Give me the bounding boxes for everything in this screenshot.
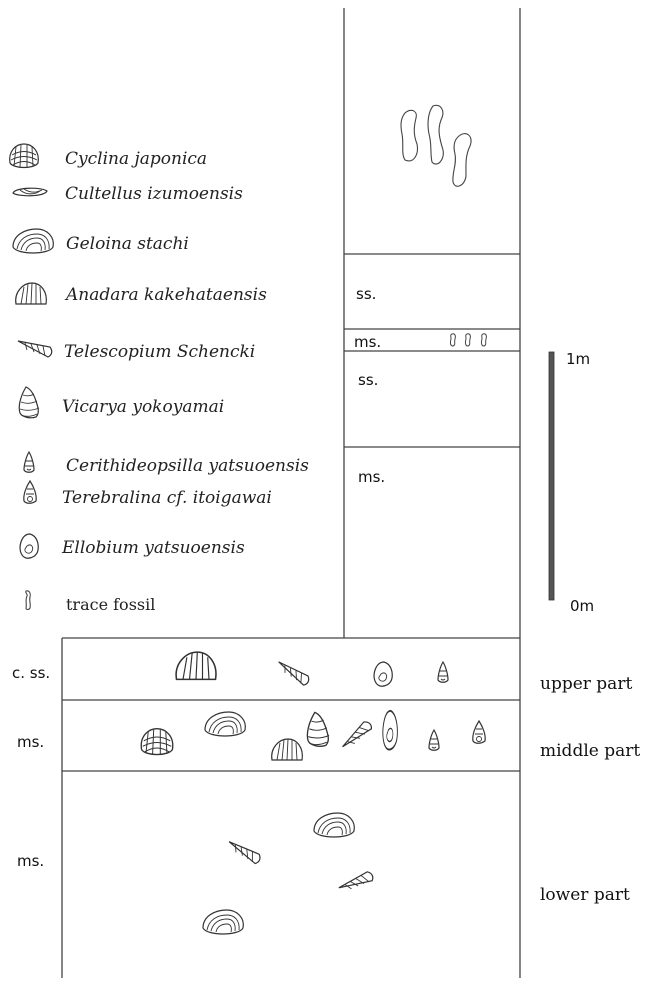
scale-bottom-label: 0m	[570, 597, 594, 615]
legend-label: trace fossil	[66, 595, 155, 614]
part-label-lower: lower part	[540, 885, 630, 905]
legend-item-anadara: Anadara kakehataensis	[16, 283, 267, 305]
trace-fossil-group-small	[450, 334, 486, 346]
part-label-middle: middle part	[540, 741, 640, 761]
anadara-icon	[272, 739, 303, 760]
layer-label: ms.	[354, 333, 381, 351]
cyclina-icon	[10, 144, 39, 168]
layer-label: ss.	[356, 285, 376, 303]
vicarya-icon	[307, 712, 329, 746]
legend-item-ellobium: Ellobium yatsuoensis	[20, 534, 245, 558]
legend-item-terebralina: Terebralina cf. itoigawai	[24, 481, 272, 508]
anadara-icon	[16, 283, 47, 304]
terebralina-icon	[473, 721, 485, 743]
legend-label: Vicarya yokoyamai	[62, 397, 224, 417]
legend: Cyclina japonica Cultellus izumoensis Ge…	[10, 144, 309, 614]
trace-fossil-icon	[26, 591, 30, 610]
middle-part-fossils	[141, 711, 485, 760]
cyclina-icon	[141, 729, 172, 755]
cultellus-icon	[13, 188, 47, 196]
ellobium-icon	[383, 711, 398, 750]
upper-part-fossils	[176, 652, 448, 686]
legend-label: Anadara kakehataensis	[64, 285, 267, 305]
layer-label: ms.	[358, 468, 385, 486]
cerithideopsilla-icon	[24, 452, 34, 472]
legend-item-cyclina: Cyclina japonica	[10, 144, 207, 169]
legend-item-telescopium: Telescopium Schencki	[18, 341, 255, 362]
scale-bar-line	[549, 352, 554, 600]
legend-label: Cerithideopsilla yatsuoensis	[66, 456, 309, 476]
legend-item-geloina: Geloina stachi	[13, 229, 189, 254]
geloina-icon	[314, 813, 354, 837]
cerithideopsilla-icon	[429, 730, 439, 750]
scale-bar: 1m 0m	[549, 350, 594, 615]
telescopium-icon	[275, 662, 312, 686]
legend-label: Cultellus izumoensis	[65, 184, 243, 204]
lower-column: c. ss. ms. ms. upper part middle part lo…	[12, 638, 640, 978]
legend-item-cultellus: Cultellus izumoensis	[13, 184, 243, 204]
legend-label: Cyclina japonica	[65, 149, 207, 169]
legend-label: Terebralina cf. itoigawai	[62, 488, 272, 508]
telescopium-icon	[343, 717, 374, 754]
anadara-icon	[176, 652, 216, 679]
geloina-icon	[13, 229, 53, 253]
layer-label: ms.	[17, 733, 44, 751]
trace-fossil-group-top	[401, 105, 471, 186]
ellobium-icon	[20, 534, 38, 558]
terebralina-icon	[24, 481, 36, 503]
ellobium-icon	[374, 662, 392, 686]
legend-label: Telescopium Schencki	[64, 342, 255, 362]
scale-top-label: 1m	[566, 350, 590, 368]
telescopium-icon	[18, 341, 52, 357]
legend-label: Geloina stachi	[66, 234, 189, 254]
layer-label: ms.	[17, 852, 44, 870]
legend-item-cerithideopsilla: Cerithideopsilla yatsuoensis	[24, 452, 309, 476]
telescopium-icon	[226, 842, 262, 865]
legend-label: Ellobium yatsuoensis	[61, 538, 245, 558]
layer-label: c. ss.	[12, 664, 50, 682]
upper-column: ss. ms. ss. ms.	[344, 8, 520, 638]
geloina-icon	[203, 910, 243, 934]
part-label-upper: upper part	[540, 674, 632, 694]
legend-item-vicarya: Vicarya yokoyamai	[19, 387, 224, 418]
vicarya-icon	[19, 387, 39, 418]
legend-item-trace-fossil: trace fossil	[26, 591, 156, 614]
cerithideopsilla-icon	[438, 662, 448, 682]
layer-label: ss.	[358, 371, 378, 389]
telescopium-icon	[339, 866, 375, 900]
geloina-icon	[205, 712, 245, 736]
lower-part-fossils	[203, 813, 375, 934]
